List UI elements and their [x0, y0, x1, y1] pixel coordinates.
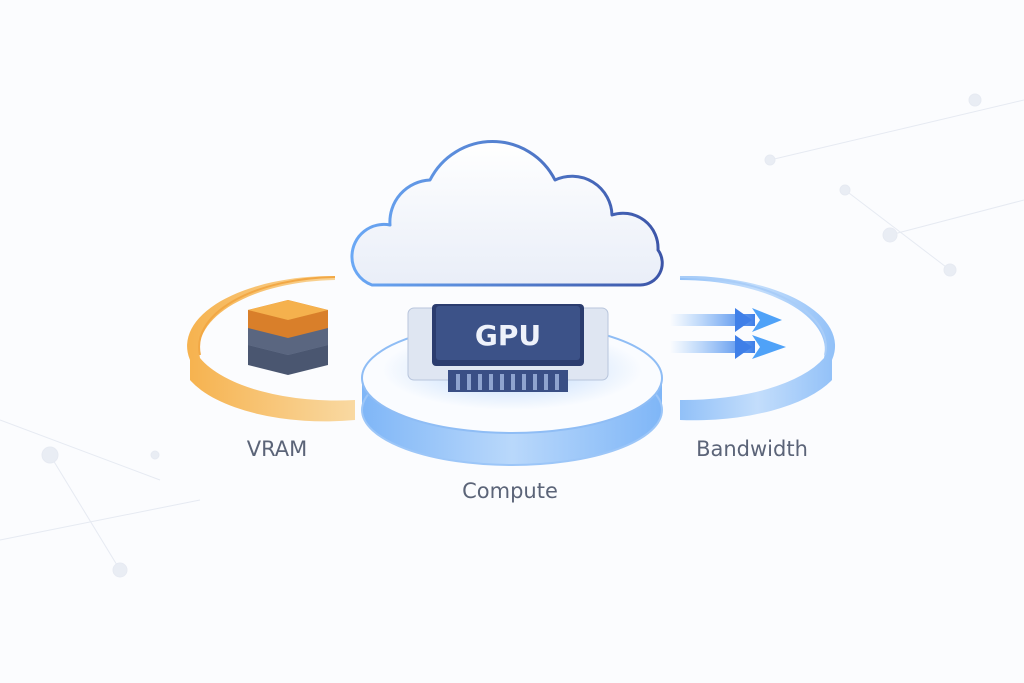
vram-platform: [187, 275, 355, 422]
gpu-chip-label: GPU: [475, 319, 541, 352]
bandwidth-arrows-icon: [670, 308, 786, 359]
compute-label: Compute: [462, 479, 558, 503]
server-stack-icon: [248, 300, 328, 375]
cloud-icon: [350, 140, 664, 287]
bandwidth-label: Bandwidth: [696, 437, 808, 461]
gpu-chip-icon: GPU: [407, 304, 609, 392]
bandwidth-platform: [679, 275, 836, 421]
vram-label: VRAM: [246, 437, 308, 461]
background-network: [0, 93, 1024, 578]
